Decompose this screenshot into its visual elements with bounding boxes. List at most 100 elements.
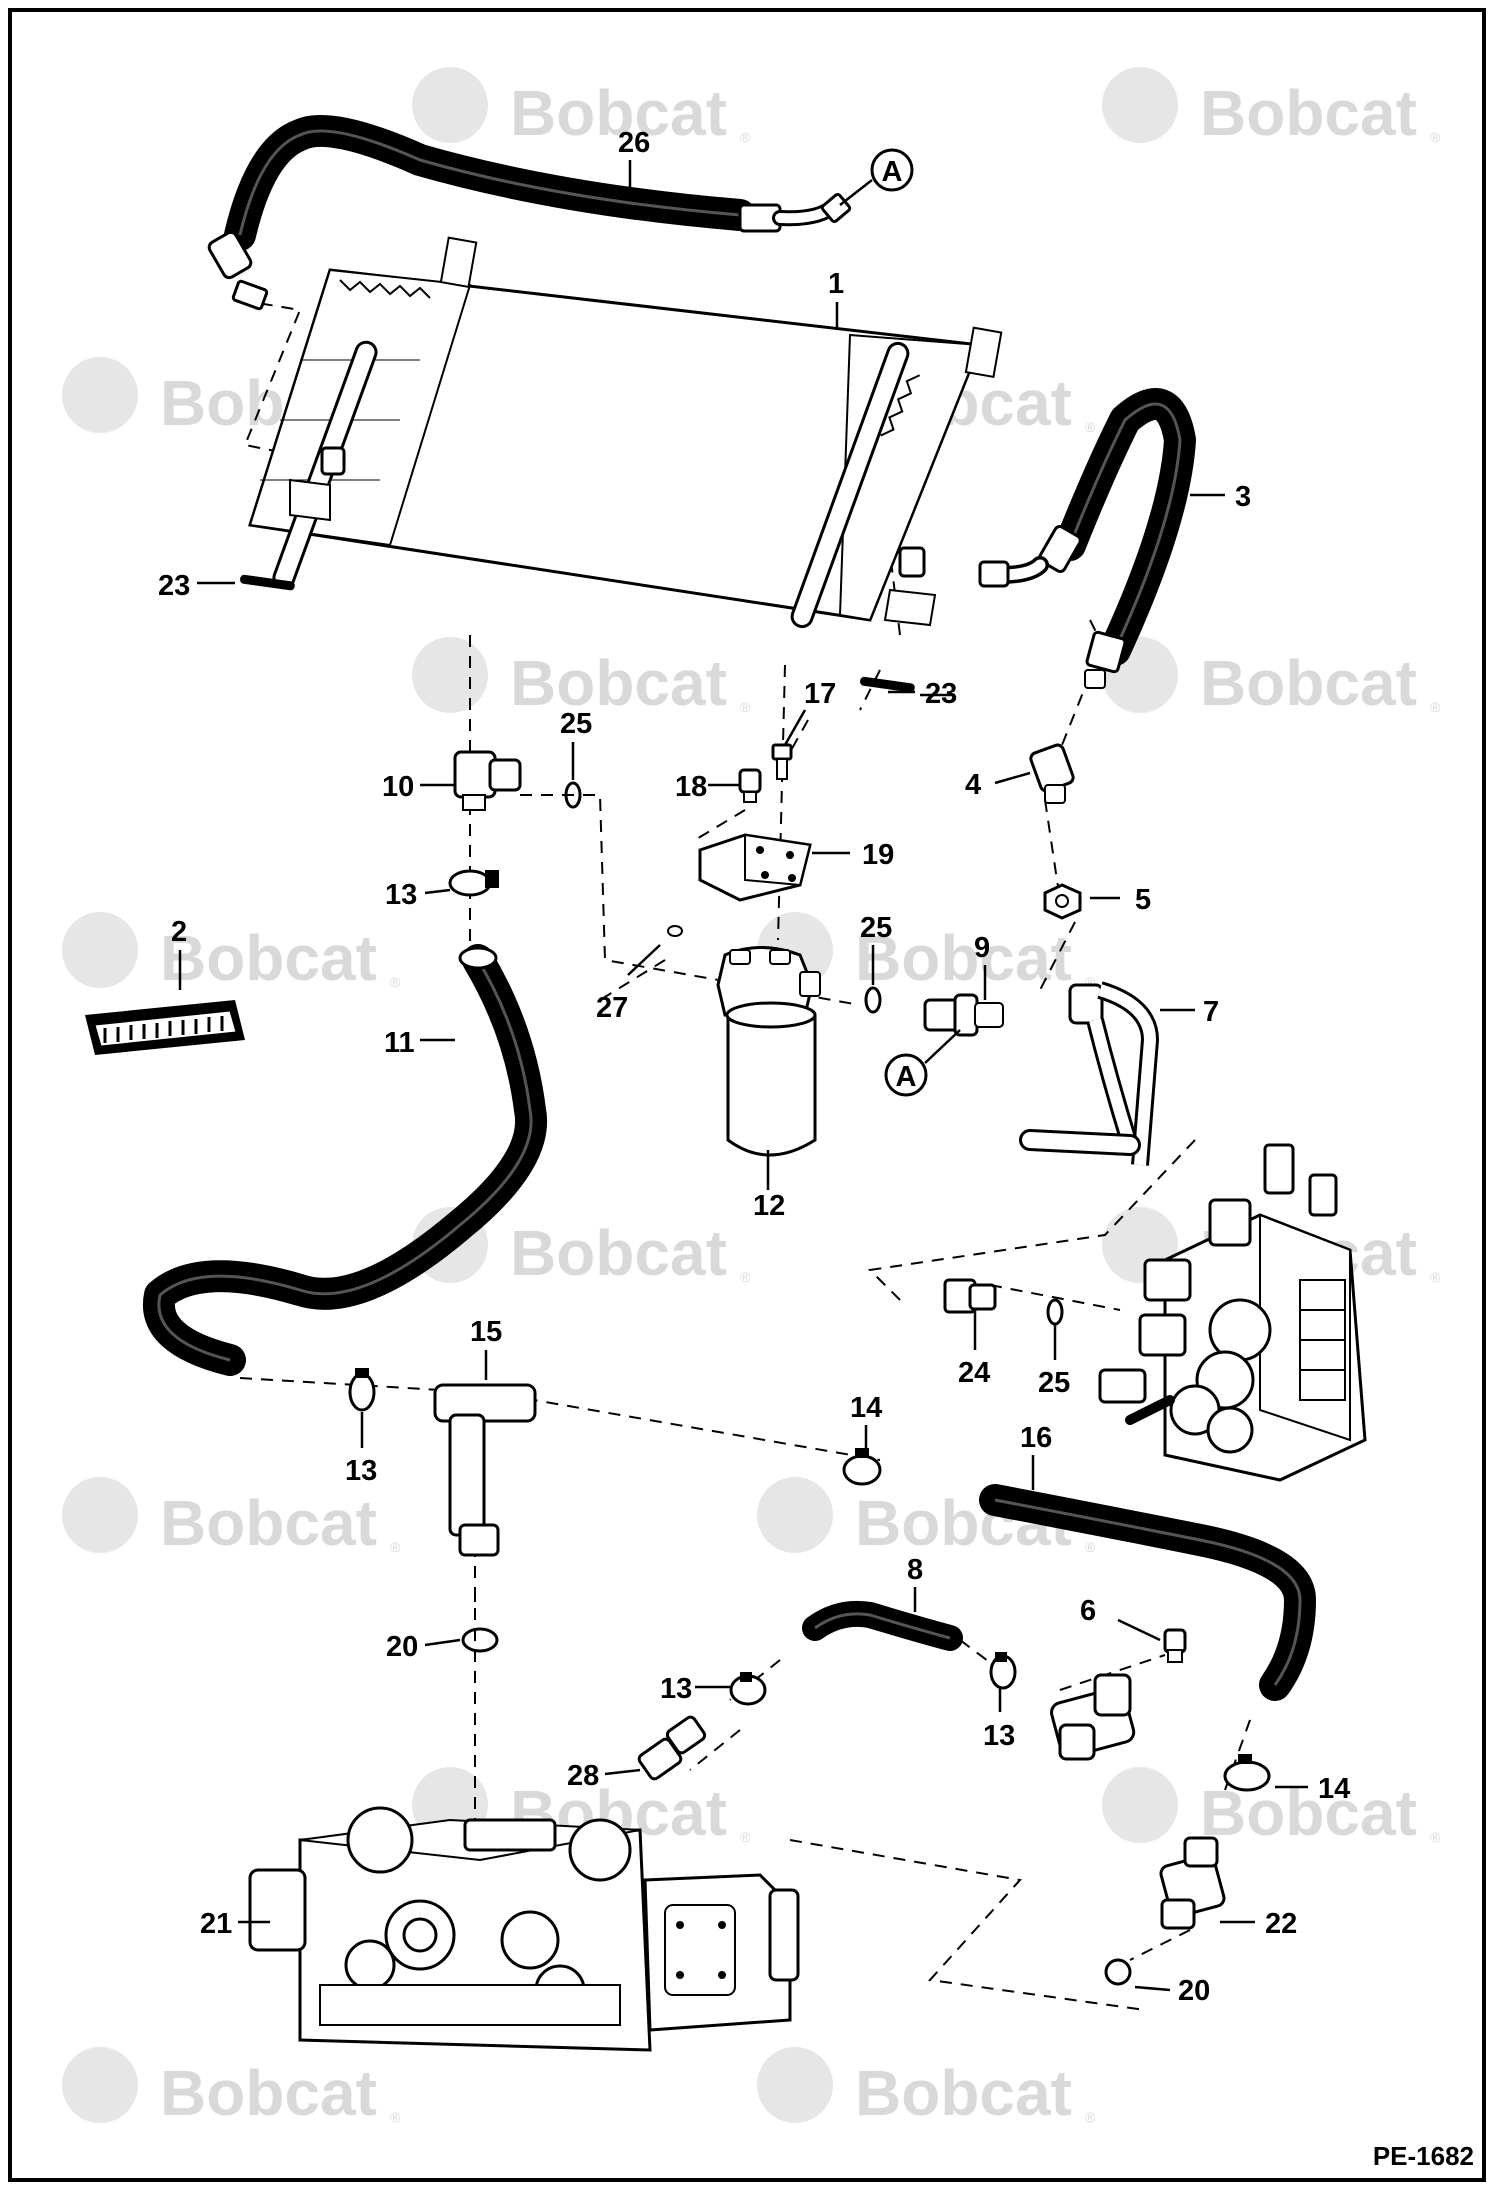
svg-text:®: ® [740, 129, 751, 145]
callout-9: 9 [974, 932, 990, 964]
callout-5: 5 [1135, 884, 1151, 916]
elbow-fitting-4 [1029, 743, 1075, 804]
callout-12: 12 [753, 1190, 785, 1222]
hose-26 [207, 114, 852, 311]
svg-text:®: ® [1430, 699, 1441, 715]
hose-clamp-14-lower [1223, 1754, 1271, 1792]
watermark: Bobcat ® [62, 912, 401, 994]
reference-marker-a-top: A [839, 148, 914, 206]
o-ring-25-middle [864, 986, 882, 1014]
svg-text:Bobcat: Bobcat [855, 2057, 1072, 2129]
hydraulic-pump-21 [248, 1806, 800, 2052]
callout-13-lower-left: 13 [660, 1673, 692, 1705]
nut-5 [1043, 883, 1082, 920]
callout-13-left: 13 [345, 1455, 377, 1487]
reference-marker-a-middle: A [884, 1029, 961, 1097]
callout-22: 22 [1265, 1908, 1297, 1940]
svg-text:Bobcat: Bobcat [160, 2057, 377, 2129]
tube-7 [1019, 981, 1160, 1166]
o-ring-20-left [461, 1627, 499, 1653]
hose-16 [979, 1484, 1316, 1701]
svg-text:®: ® [740, 1269, 751, 1285]
document-id: PE-1682 [1372, 2141, 1474, 2171]
callout-26: 26 [618, 127, 650, 159]
callout-6: 6 [1080, 1595, 1096, 1627]
callout-4: 4 [965, 769, 981, 801]
svg-text:Bobcat: Bobcat [510, 77, 727, 149]
hose-8 [802, 1600, 963, 1651]
callout-16: 16 [1020, 1422, 1052, 1454]
callout-15: 15 [470, 1316, 502, 1348]
watermark: Bobcat ® [412, 637, 751, 719]
callout-8: 8 [907, 1554, 923, 1586]
callout-17: 17 [804, 678, 836, 710]
callout-2: 2 [171, 916, 187, 948]
watermark-layer: Bobcat ® Bobcat ® Bobcat ® Bobcat ® Bobc… [62, 67, 1441, 2129]
hose-3 [978, 388, 1196, 689]
hose-clamp-14-top [842, 1448, 882, 1486]
o-ring-20-right [1104, 1958, 1132, 1986]
svg-text:A: A [882, 156, 903, 188]
svg-text:Bobcat: Bobcat [510, 647, 727, 719]
pin-23-right [860, 676, 915, 693]
svg-text:Bobcat: Bobcat [855, 922, 1072, 994]
svg-text:®: ® [1085, 419, 1096, 435]
callout-13-top: 13 [385, 879, 417, 911]
svg-text:A: A [896, 1061, 917, 1093]
decal-2 [85, 1000, 245, 1055]
tee-valve [1050, 1673, 1136, 1761]
svg-text:®: ® [390, 2109, 401, 2125]
oil-cooler [248, 236, 1003, 629]
callout-25-top: 25 [560, 708, 592, 740]
hose-clamp-13-lower-right [989, 1652, 1017, 1690]
svg-text:Bobcat: Bobcat [510, 1217, 727, 1289]
callout-7: 7 [1203, 996, 1219, 1028]
watermark: Bobcat ® [1102, 637, 1441, 719]
svg-text:®: ® [740, 699, 751, 715]
svg-text:®: ® [1085, 974, 1096, 990]
svg-text:Bobcat: Bobcat [1200, 647, 1417, 719]
elbow-fitting-22 [1159, 1836, 1226, 1930]
o-ring-25-top [564, 781, 582, 809]
callout-25-middle: 25 [860, 912, 892, 944]
svg-text:®: ® [1085, 2109, 1096, 2125]
fitting-24 [943, 1278, 997, 1314]
svg-text:®: ® [1430, 1269, 1441, 1285]
callout-24: 24 [958, 1357, 990, 1389]
elbow-fitting-10 [453, 750, 522, 811]
callout-19: 19 [862, 839, 894, 871]
svg-text:®: ® [1085, 1539, 1096, 1555]
watermark: Bobcat ® [62, 2047, 401, 2129]
svg-text:Bobcat: Bobcat [160, 1487, 377, 1559]
bolt-18 [738, 768, 762, 803]
watermark: Bobcat ® [1102, 1767, 1441, 1849]
callout-labels: 26 1 3 23 23 17 25 10 18 4 19 13 5 2 25 … [158, 127, 1350, 2007]
callout-20-right: 20 [1178, 1975, 1210, 2007]
svg-text:®: ® [1430, 1829, 1441, 1845]
callout-23-right: 23 [925, 678, 957, 710]
oil-filter-12 [716, 946, 821, 1157]
o-ring-25-right [1046, 1298, 1064, 1326]
watermark: Bobcat ® [412, 67, 751, 149]
mounting-bracket-19 [698, 833, 812, 902]
callout-11: 11 [384, 1027, 415, 1059]
watermark: Bobcat ® [62, 1477, 401, 1559]
callout-14-top: 14 [850, 1392, 882, 1424]
callout-14-lower: 14 [1318, 1773, 1350, 1805]
callout-25-right: 25 [1038, 1367, 1070, 1399]
pin-23-left [240, 574, 295, 591]
callout-3: 3 [1235, 481, 1251, 513]
bolt-17 [771, 743, 793, 780]
control-valve [1098, 1143, 1367, 1482]
svg-text:®: ® [1430, 129, 1441, 145]
callout-28: 28 [567, 1760, 599, 1792]
callout-27: 27 [596, 992, 628, 1024]
svg-text:®: ® [740, 1829, 751, 1845]
fitting-9 [923, 993, 1004, 1037]
fitting-28 [637, 1715, 707, 1781]
callout-10: 10 [382, 771, 414, 803]
svg-text:®: ® [390, 1539, 401, 1555]
watermark: Bobcat ® [757, 912, 1096, 994]
hose-clamp-13-left [348, 1368, 376, 1412]
